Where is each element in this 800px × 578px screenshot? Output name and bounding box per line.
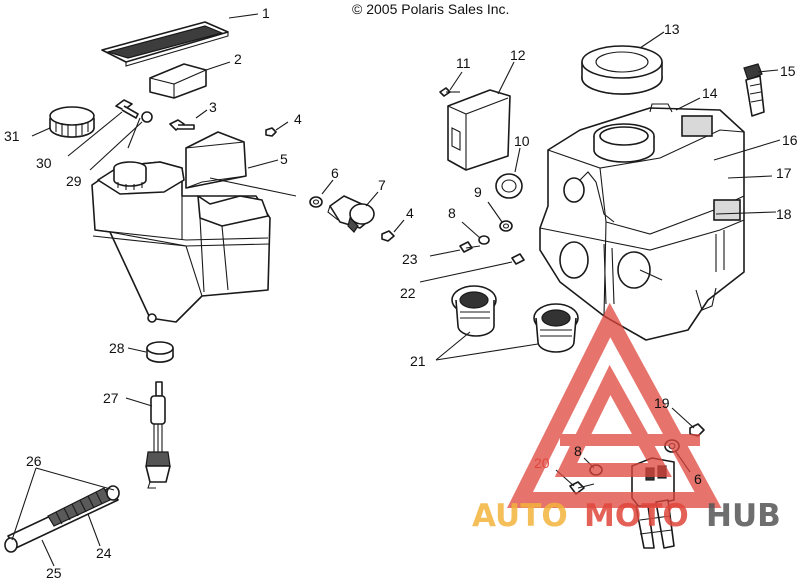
part-27-level-sensor (145, 381, 171, 489)
copyright-text: © 2005 Polaris Sales Inc. (352, 1, 509, 17)
part-22-fitting (511, 253, 525, 265)
callout-10: 10 (514, 133, 530, 149)
watermark-part3: HUB (706, 498, 781, 534)
callout-13: 13 (664, 21, 680, 37)
callout-4b: 4 (406, 205, 414, 221)
airbox-body (539, 103, 745, 341)
callout-25: 25 (46, 565, 62, 578)
callout-2: 2 (234, 51, 242, 67)
callout-26: 26 (26, 453, 42, 469)
part-23-bolt (459, 241, 481, 253)
part-2-pad (149, 63, 207, 99)
callout-18: 18 (776, 206, 792, 222)
part-4-nut-b (381, 230, 395, 242)
callout-15: 15 (780, 63, 796, 79)
part-11-screw (439, 87, 460, 97)
callout-24: 24 (96, 545, 112, 561)
part-8-washer (478, 235, 490, 245)
callout-14: 14 (702, 85, 718, 101)
callout-27: 27 (103, 390, 119, 406)
callout-11: 11 (456, 55, 471, 71)
part-21-boot-a (451, 285, 497, 337)
callout-12: 12 (510, 47, 526, 63)
part-13-filter-ring (581, 45, 663, 95)
part-21-boot-b (533, 303, 579, 353)
callout-3: 3 (209, 99, 217, 115)
part-31-cap (49, 106, 95, 138)
callout-4a: 4 (294, 111, 302, 127)
part-10-grommet (495, 173, 523, 199)
callout-21: 21 (410, 353, 426, 369)
watermark-part2: MOTO (584, 498, 689, 534)
part-30-bolt (115, 99, 153, 123)
callout-20: 20 (534, 455, 550, 471)
part-3-bolt (169, 119, 195, 131)
callout-6b: 6 (694, 471, 702, 487)
part-24-hose (4, 485, 120, 553)
reservoir-tank (91, 131, 271, 323)
callout-22: 22 (400, 285, 416, 301)
callout-31: 31 (4, 128, 20, 144)
part-7-sensor (327, 195, 375, 233)
callout-28: 28 (109, 340, 125, 356)
callout-17: 17 (776, 165, 792, 181)
callout-16: 16 (782, 132, 798, 148)
part-28-grommet (146, 341, 174, 363)
callout-9: 9 (474, 184, 482, 200)
watermark-part1: AUTO (472, 498, 568, 534)
callout-30: 30 (36, 155, 52, 171)
callout-29: 29 (66, 173, 82, 189)
callout-8a: 8 (448, 205, 456, 221)
callout-19: 19 (654, 395, 670, 411)
watermark-text: AUTO MOTO HUB (472, 498, 781, 534)
watermark-logo (507, 302, 722, 508)
part-4-nut (265, 127, 277, 137)
part-9-washer (499, 220, 513, 232)
callout-23: 23 (402, 251, 418, 267)
part-15-latch (743, 63, 765, 117)
callout-5: 5 (280, 151, 288, 167)
callout-6a: 6 (331, 165, 339, 181)
callout-1: 1 (262, 5, 270, 21)
callout-7: 7 (378, 177, 386, 193)
part-6-washer (309, 196, 323, 208)
part-12-bracket (447, 89, 511, 171)
callout-8b: 8 (574, 443, 582, 459)
part-1-cover (101, 21, 229, 67)
